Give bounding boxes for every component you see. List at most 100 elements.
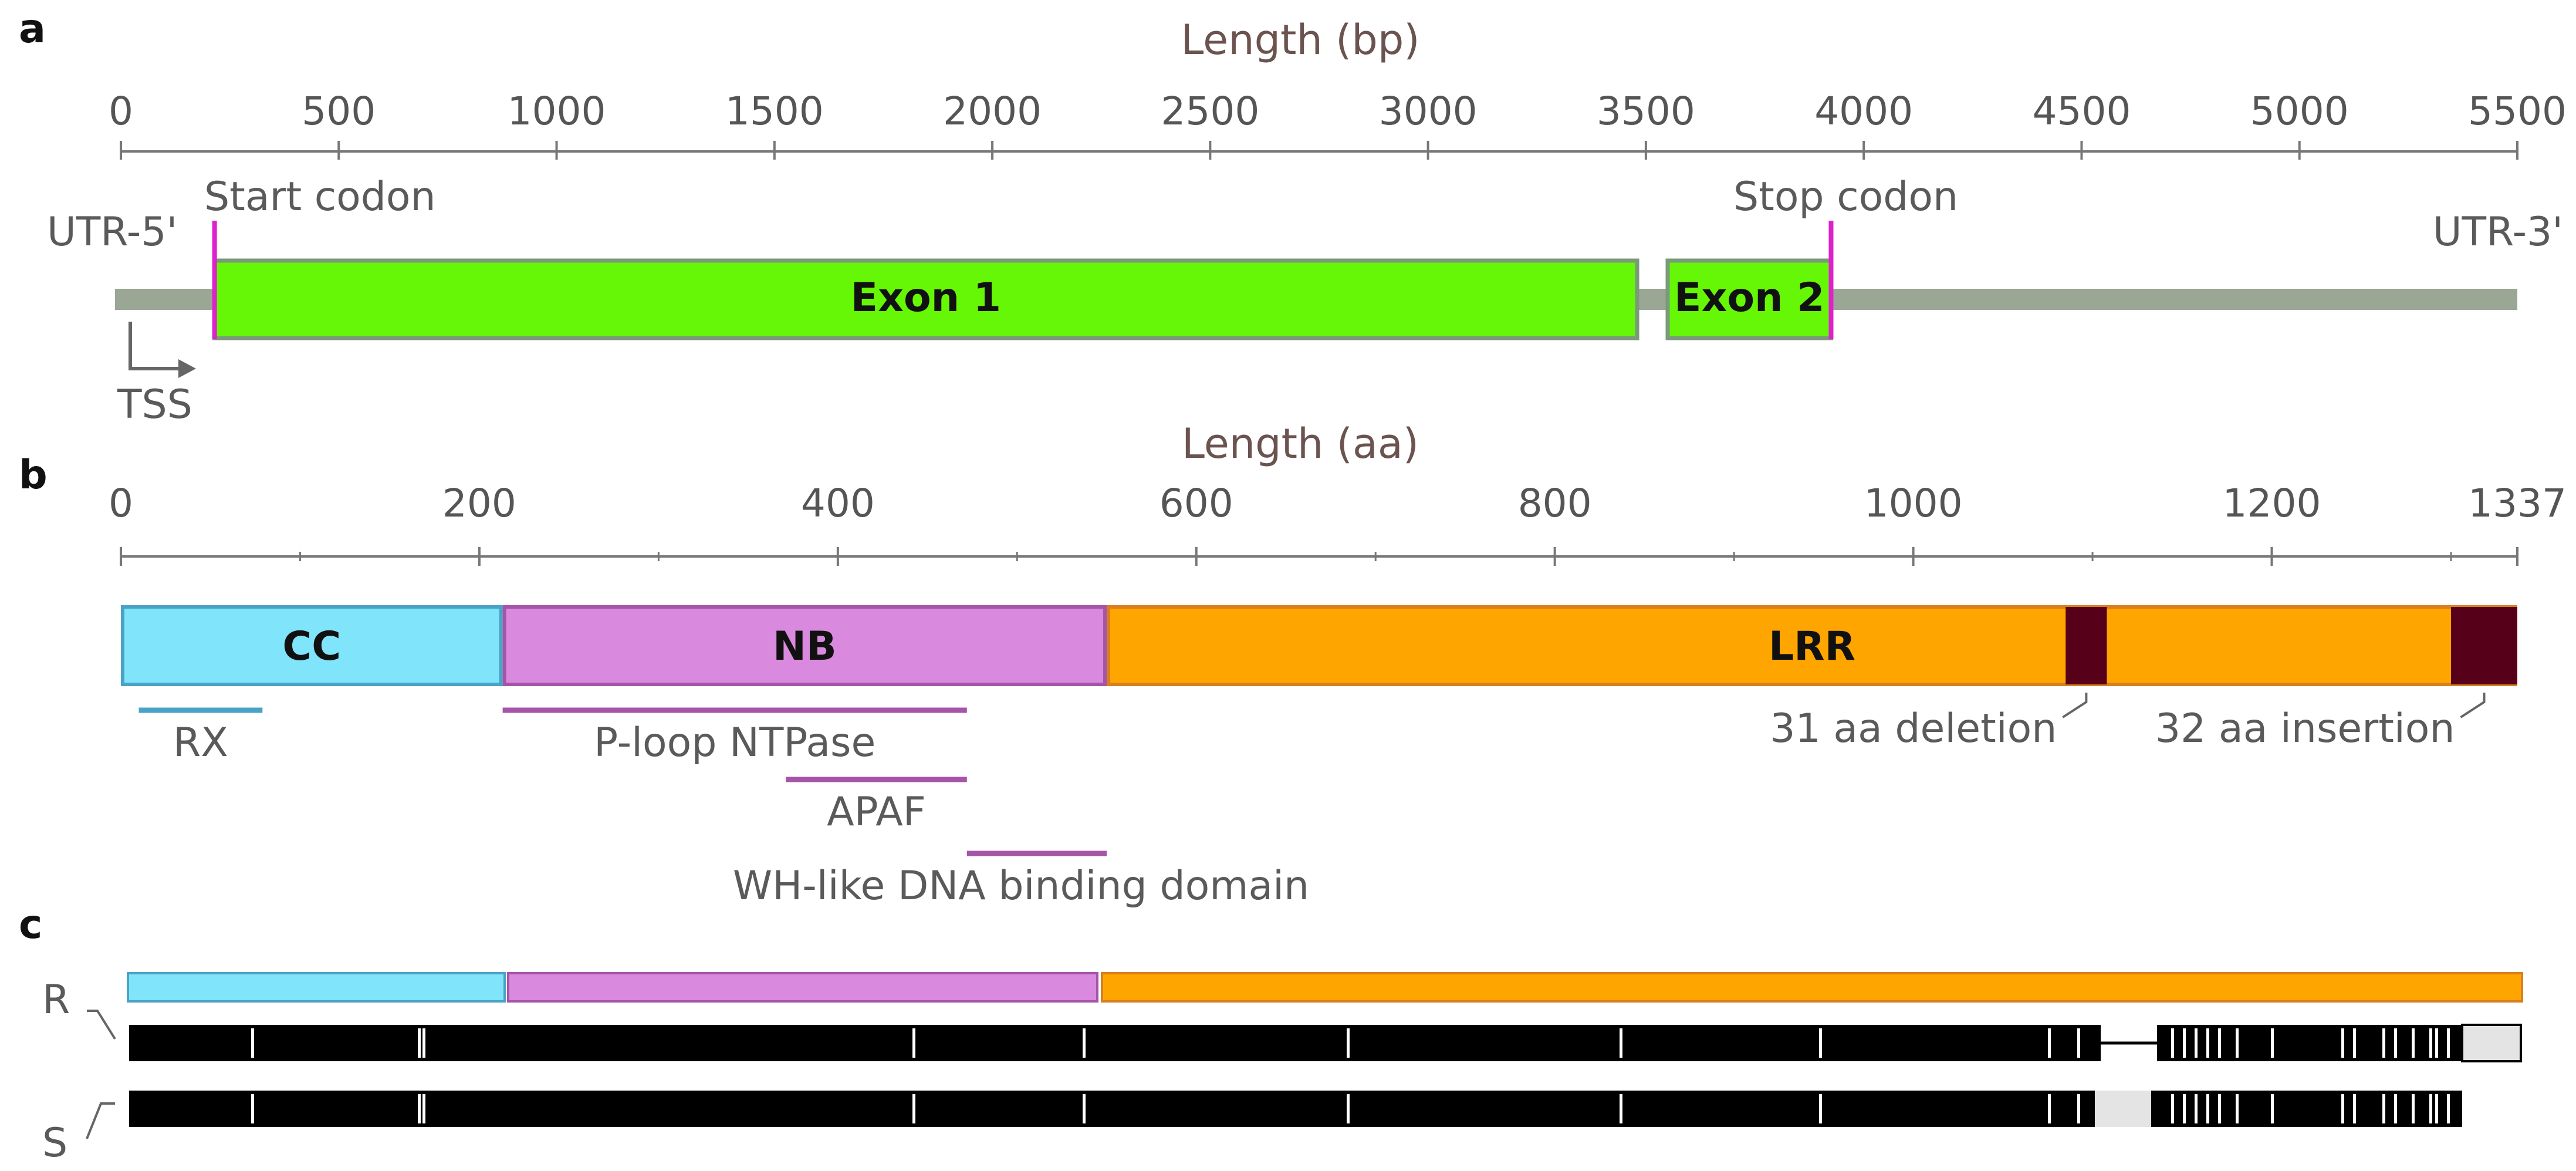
variant-mark bbox=[2435, 1028, 2438, 1058]
motif-label: RX bbox=[173, 720, 228, 766]
aa-axis-title: Length (aa) bbox=[1182, 420, 1419, 468]
variant-mark bbox=[2382, 1028, 2385, 1058]
variant-mark bbox=[2412, 1094, 2415, 1123]
variant-mark bbox=[1347, 1028, 1350, 1058]
bp-tick-label: 4000 bbox=[1814, 89, 1913, 134]
indel-block bbox=[2065, 607, 2107, 684]
bp-tick-label: 3500 bbox=[1597, 89, 1695, 134]
variant-mark bbox=[2077, 1028, 2080, 1058]
exon-1-label: Exon 1 bbox=[851, 275, 1001, 321]
aa-tick-label: 200 bbox=[442, 481, 516, 526]
bp-tick-label: 5500 bbox=[2468, 89, 2567, 134]
motif-label: P-loop NTPase bbox=[594, 720, 875, 766]
r-allele-label: R bbox=[42, 977, 70, 1023]
domain-nb bbox=[502, 605, 1107, 686]
variant-mark bbox=[2171, 1028, 2174, 1058]
variant-mark bbox=[2435, 1094, 2438, 1123]
bp-tick-label: 1000 bbox=[508, 89, 606, 134]
alignment-domain-strip bbox=[127, 972, 2523, 1003]
r-variant-marks bbox=[251, 1028, 2450, 1058]
variant-mark bbox=[2048, 1028, 2051, 1058]
domain-label-cc: CC bbox=[282, 623, 341, 670]
r-aligned-block-1 bbox=[129, 1025, 2101, 1061]
domain-label-lrr: LRR bbox=[1769, 623, 1855, 670]
utr3-label: UTR-3' bbox=[2433, 209, 2563, 255]
aa-tick-label: 1200 bbox=[2223, 481, 2321, 526]
variant-mark bbox=[2353, 1094, 2356, 1123]
indel-leader bbox=[2062, 693, 2088, 718]
exon-2-label: Exon 2 bbox=[1674, 275, 1824, 321]
variant-mark bbox=[2195, 1028, 2198, 1058]
variant-mark bbox=[1620, 1028, 1622, 1058]
start-codon-label: Start codon bbox=[204, 174, 436, 220]
variant-mark bbox=[251, 1094, 254, 1123]
variant-mark bbox=[2183, 1094, 2186, 1123]
panel-label-a: a bbox=[19, 6, 46, 52]
variant-mark bbox=[2412, 1028, 2415, 1058]
variant-mark bbox=[2077, 1094, 2080, 1123]
variant-mark bbox=[2218, 1028, 2221, 1058]
r-aligned-block-2 bbox=[2157, 1025, 2462, 1061]
s-aligned-block-2 bbox=[2151, 1091, 2462, 1127]
variant-mark bbox=[1620, 1094, 1622, 1123]
alignment-cc-domain bbox=[127, 972, 506, 1003]
motif-label: WH-like DNA binding domain bbox=[733, 863, 1309, 909]
variant-mark bbox=[2382, 1094, 2385, 1123]
variant-mark bbox=[2206, 1094, 2209, 1123]
r-allele-alignment bbox=[129, 1024, 2522, 1062]
variant-mark bbox=[422, 1094, 425, 1123]
variant-mark bbox=[2447, 1028, 2450, 1058]
variant-mark bbox=[2048, 1094, 2051, 1123]
domain-cc bbox=[121, 605, 503, 686]
variant-mark bbox=[2341, 1094, 2344, 1123]
variant-mark bbox=[2236, 1094, 2239, 1123]
panel-label-c: c bbox=[19, 902, 42, 948]
protein-domains: CC NB LRR bbox=[121, 605, 2517, 686]
variant-mark bbox=[418, 1028, 421, 1058]
variant-mark bbox=[912, 1094, 915, 1123]
motif-label: APAF bbox=[827, 789, 926, 835]
bp-tick-label: 0 bbox=[109, 89, 133, 134]
variant-mark bbox=[251, 1028, 254, 1058]
variant-mark bbox=[1347, 1094, 1350, 1123]
variant-mark bbox=[418, 1094, 421, 1123]
indel-label: 32 aa insertion bbox=[2155, 706, 2455, 752]
variant-mark bbox=[2271, 1094, 2274, 1123]
r-label-connector bbox=[87, 1010, 116, 1040]
variant-mark bbox=[912, 1028, 915, 1058]
exon-2 bbox=[1665, 258, 1833, 340]
panel-label-b: b bbox=[19, 452, 48, 498]
variant-mark bbox=[422, 1028, 425, 1058]
variant-mark bbox=[2218, 1094, 2221, 1123]
utr5-label: UTR-5' bbox=[47, 209, 177, 255]
variant-mark bbox=[2183, 1028, 2186, 1058]
alignment-lrr-domain bbox=[1101, 972, 2523, 1003]
tss-arrow-icon bbox=[129, 322, 196, 378]
domain-lrr bbox=[1107, 605, 2517, 686]
gene-model: Exon 1 Exon 2 bbox=[115, 221, 2517, 340]
domain-label-nb: NB bbox=[773, 623, 837, 670]
variant-mark bbox=[2447, 1094, 2450, 1123]
alignment-nb-domain bbox=[507, 972, 1098, 1003]
bp-tick-label: 4500 bbox=[2032, 89, 2131, 134]
exon-1 bbox=[212, 258, 1639, 340]
variant-mark bbox=[2236, 1028, 2239, 1058]
bp-tick-label: 3000 bbox=[1379, 89, 1478, 134]
s-variant-marks bbox=[251, 1094, 2450, 1123]
variant-mark bbox=[2353, 1028, 2356, 1058]
variant-mark bbox=[1819, 1028, 1822, 1058]
bp-tick-label: 2500 bbox=[1161, 89, 1259, 134]
aa-tick-label: 0 bbox=[109, 481, 133, 526]
variant-mark bbox=[2195, 1094, 2198, 1123]
bp-tick-label: 1500 bbox=[725, 89, 824, 134]
s-label-connector bbox=[86, 1102, 115, 1139]
s-allele-alignment bbox=[129, 1091, 2462, 1127]
stop-codon-label: Stop codon bbox=[1733, 174, 1958, 220]
s-aligned-block-1 bbox=[129, 1091, 2095, 1127]
